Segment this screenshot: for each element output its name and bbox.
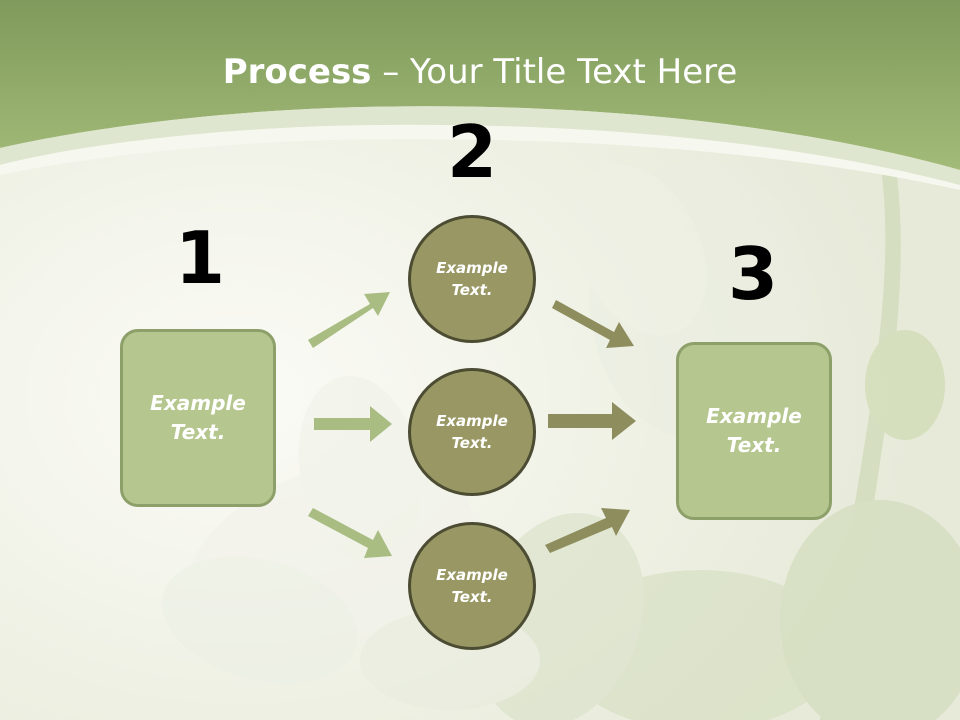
title-bold: Process xyxy=(222,52,372,92)
circle-bottom-text: Example Text. xyxy=(436,565,508,607)
step-number-1: 1 xyxy=(174,216,226,300)
arrow-to-circle-middle xyxy=(314,406,392,442)
arrow-from-circle-top xyxy=(552,300,634,348)
circle-middle-text: Example Text. xyxy=(436,411,508,453)
arrows-dark xyxy=(545,300,636,553)
step-1-text: Example Text. xyxy=(150,391,246,444)
step-number-3: 3 xyxy=(727,232,779,316)
arrow-from-circle-bottom xyxy=(545,508,630,553)
circle-top: Example Text. xyxy=(408,215,536,343)
step-3-text: Example Text. xyxy=(706,404,802,457)
arrows-light xyxy=(308,292,392,558)
circle-middle: Example Text. xyxy=(408,368,536,496)
circle-top-text: Example Text. xyxy=(436,258,508,300)
slide-title: Process – Your Title Text Here xyxy=(0,52,960,92)
arrow-to-circle-top xyxy=(308,292,390,348)
step-number-2: 2 xyxy=(446,110,498,194)
title-rest: – Your Title Text Here xyxy=(371,52,738,92)
arrow-to-circle-bottom xyxy=(308,508,392,558)
step-1-box: Example Text. xyxy=(120,329,276,507)
circle-bottom: Example Text. xyxy=(408,522,536,650)
step-3-box: Example Text. xyxy=(676,342,832,520)
arrow-from-circle-middle xyxy=(548,402,636,440)
